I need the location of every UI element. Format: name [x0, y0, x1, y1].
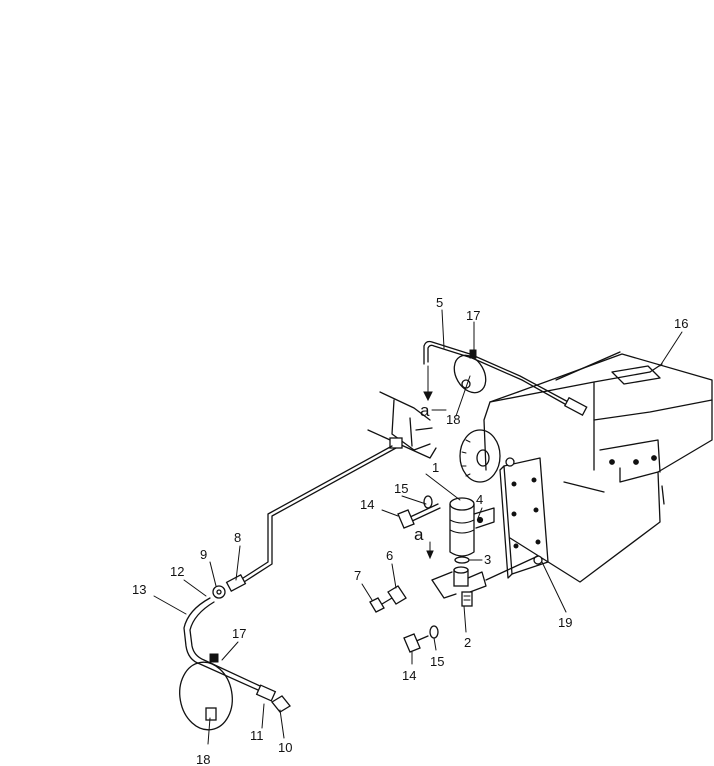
housing-bolt [609, 459, 615, 465]
hose-clip-top [453, 349, 487, 394]
callout-3: 3 [484, 552, 491, 567]
nut-6 [387, 585, 407, 605]
hose-fitting-to-bracket [485, 555, 539, 581]
callout-5: 5 [436, 295, 443, 310]
callout-19: 19 [558, 615, 572, 630]
bolt-14-upper [397, 503, 441, 529]
bracket-bolt [505, 457, 515, 467]
reference-arrow-top [423, 365, 433, 402]
callout-16: 16 [674, 316, 688, 331]
callout-15-upper: 15 [394, 481, 408, 496]
callout-18-lower: 18 [196, 752, 210, 766]
reel-disk [459, 429, 501, 483]
housing-bolt [651, 455, 657, 461]
callout-8: 8 [234, 530, 241, 545]
washer-15-lower [429, 625, 439, 639]
cab-housing [483, 351, 713, 583]
reference-arrow-mid [426, 541, 434, 560]
leader-lines [153, 309, 683, 745]
callout-14-upper: 14 [360, 497, 374, 512]
callout-11: 11 [250, 728, 264, 743]
hose-lower [183, 597, 261, 691]
callout-6: 6 [386, 548, 393, 563]
ref-letter-a-mid: a [414, 525, 424, 544]
housing-bolt [633, 459, 639, 465]
callout-10: 10 [278, 740, 292, 755]
callout-7: 7 [354, 568, 361, 583]
callout-2: 2 [464, 635, 471, 650]
callout-17-top: 17 [466, 308, 480, 323]
ref-letter-a-top: a [420, 401, 430, 420]
bottom-fitting [431, 566, 487, 607]
base-mount [367, 391, 437, 459]
callout-14-lower: 14 [402, 668, 416, 683]
label-plate [611, 365, 661, 385]
hose-top [423, 340, 588, 416]
bolt-14-lower [403, 633, 429, 653]
callout-labels: 5 17 16 18 1 4 15 14 3 6 7 8 9 12 13 17 … [132, 295, 688, 766]
hose-long [239, 445, 397, 583]
callout-15-lower: 15 [430, 654, 444, 669]
callout-12: 12 [170, 564, 184, 579]
callout-17-lower: 17 [232, 626, 246, 641]
washer-15-upper [423, 495, 433, 509]
hose-fittings-lower [255, 684, 291, 713]
hose-loop-lower [179, 653, 233, 731]
drier-clamp [473, 507, 495, 529]
washer-o-ring [454, 556, 470, 564]
callout-1: 1 [432, 460, 439, 475]
hose-fittings-upper [212, 573, 247, 599]
callout-13: 13 [132, 582, 146, 597]
callout-9: 9 [200, 547, 207, 562]
callout-4: 4 [476, 492, 483, 507]
callout-18-top: 18 [446, 412, 460, 427]
bolt-7 [369, 597, 393, 613]
receiver-drier [449, 497, 475, 557]
reference-letters: a a [414, 401, 430, 544]
mounting-bracket [499, 457, 549, 579]
